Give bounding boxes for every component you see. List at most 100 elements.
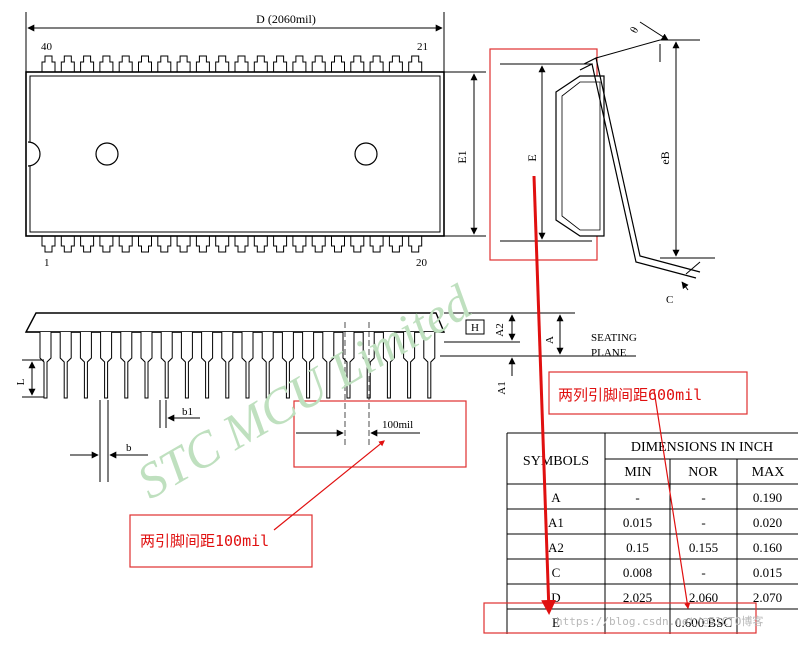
- ejector-mark-left: [95, 142, 119, 166]
- c-label: C: [666, 294, 673, 306]
- bottom-pin: [176, 236, 191, 253]
- end-lead-inner: [579, 63, 697, 279]
- seating-plane-label-1: SEATING: [591, 332, 637, 344]
- top-pin: [253, 55, 268, 72]
- eb-label: eB: [658, 151, 672, 164]
- top-pin: [118, 55, 133, 72]
- pin-label-20: 20: [416, 257, 428, 269]
- theta-leader: [639, 21, 669, 41]
- e-annotation-arrow: [532, 175, 557, 615]
- side-pin: [140, 332, 153, 399]
- top-pin: [176, 55, 191, 72]
- table-cell-nor: 2.060: [689, 590, 718, 605]
- table-col-max: MAX: [752, 465, 785, 480]
- end-lead-outer: [583, 57, 701, 273]
- bottom-pin: [369, 236, 384, 253]
- side-pin: [120, 332, 133, 399]
- end-body-outline: [555, 75, 605, 237]
- table-symbols-header: SYMBOLS: [523, 454, 589, 469]
- a1-label: A1: [496, 381, 508, 394]
- bottom-pin: [80, 236, 95, 253]
- side-pin: [281, 332, 294, 399]
- a-label: A: [544, 336, 556, 344]
- ejector-mark-right: [354, 142, 378, 166]
- table-cell-max: 0.020: [753, 515, 782, 530]
- pitch-label: 100mil: [382, 419, 413, 431]
- table-cell-symbol: C: [552, 565, 561, 580]
- pitch-annotation-arrow: [273, 440, 385, 531]
- top-pin: [80, 55, 95, 72]
- top-pin: [388, 55, 403, 72]
- side-pin: [160, 332, 173, 399]
- side-pin: [342, 332, 355, 399]
- bottom-pin: [157, 236, 172, 253]
- side-pin: [403, 332, 416, 399]
- side-pin: [322, 332, 335, 399]
- csdn-watermark: https://blog.csdn.net/@51CTO博客: [556, 614, 763, 628]
- bottom-pin: [195, 236, 210, 253]
- bottom-pin: [60, 236, 75, 253]
- bottom-pin: [234, 236, 249, 253]
- row-spacing-callout: 两列引脚间距600mil: [558, 386, 702, 404]
- side-pin: [302, 332, 315, 399]
- c-tick-top: [685, 261, 701, 275]
- table-cell-symbol: E: [552, 615, 560, 630]
- table-cell-min: 2.025: [623, 590, 652, 605]
- bottom-pin: [408, 236, 423, 253]
- b-label: b: [126, 442, 132, 454]
- pin-label-1: 1: [44, 257, 50, 269]
- top-pin-row: [41, 55, 423, 72]
- row-spacing-callout-box: [548, 371, 748, 415]
- c-leader: [681, 281, 689, 291]
- bottom-pin: [215, 236, 230, 253]
- l-label: L: [15, 378, 27, 385]
- side-pin: [261, 332, 274, 399]
- side-pin: [423, 332, 436, 399]
- pin1-notch: [27, 141, 41, 167]
- top-pin: [350, 55, 365, 72]
- end-view: E θ eB C: [489, 21, 715, 306]
- bottom-pin: [99, 236, 114, 253]
- bottom-pin: [388, 236, 403, 253]
- top-pin: [292, 55, 307, 72]
- pitch-highlight-box: [293, 400, 467, 468]
- table-cell-min: -: [635, 490, 639, 505]
- side-view: H A2 A A1 SEATING PLANE L b1 b 100mi: [15, 312, 637, 482]
- table-cell-nor: 0.600 BSC: [675, 615, 732, 630]
- side-pin-row: [39, 332, 436, 399]
- e-label: E: [525, 154, 539, 161]
- side-pin: [79, 332, 92, 399]
- dimensions-table: SYMBOLS DIMENSIONS IN INCH MIN NOR MAX A…: [483, 432, 798, 640]
- table-cell-symbol: D: [551, 590, 560, 605]
- table-cell-max: 0.190: [753, 490, 782, 505]
- top-pin: [273, 55, 288, 72]
- bottom-pin: [138, 236, 152, 253]
- table-cell-min: 0.15: [626, 540, 649, 555]
- table-cell-max: 0.160: [753, 540, 782, 555]
- top-pin: [60, 55, 75, 72]
- table-col-nor: NOR: [688, 465, 718, 480]
- table-cell-nor: -: [701, 565, 705, 580]
- chip-body-outer: [25, 71, 445, 237]
- table-cell-symbol: A: [551, 490, 561, 505]
- table-cell-symbol: A2: [548, 540, 564, 555]
- table-cell-nor: -: [701, 515, 705, 530]
- side-pin: [180, 332, 193, 399]
- a2-label: A2: [494, 323, 506, 336]
- top-pin: [41, 55, 56, 72]
- end-body-inner: [561, 81, 601, 231]
- e-row-highlight: [483, 602, 757, 634]
- end-lead-top: [595, 39, 661, 59]
- side-pin: [100, 332, 113, 399]
- bottom-pin: [41, 236, 56, 253]
- top-pin: [99, 55, 114, 72]
- top-pin: [215, 55, 230, 72]
- side-pin: [39, 332, 52, 399]
- side-pin: [59, 332, 72, 399]
- side-pin: [221, 332, 234, 399]
- bottom-pin: [350, 236, 365, 253]
- bottom-pin: [292, 236, 307, 253]
- pin-label-40: 40: [41, 41, 53, 53]
- e1-label-bg: [458, 146, 472, 168]
